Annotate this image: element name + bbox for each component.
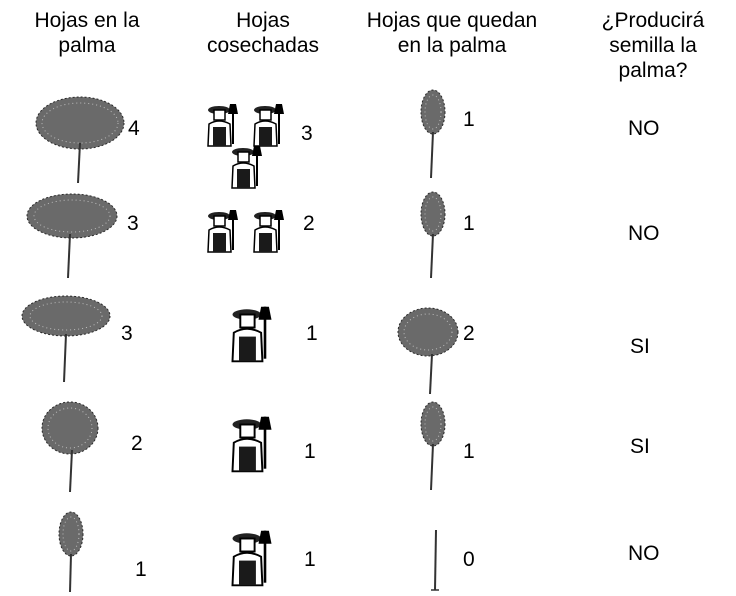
harvester-icon bbox=[203, 208, 243, 254]
harvester-icon bbox=[226, 300, 278, 368]
header-leaves-on-palm: Hojas en la palma bbox=[2, 8, 172, 58]
seed-answer: SI bbox=[630, 335, 650, 358]
header-leaves-harvested: Hojas cosechadas bbox=[178, 8, 348, 58]
header-line: Hojas bbox=[236, 9, 290, 32]
leaves-remaining-count: 1 bbox=[463, 212, 475, 235]
seed-answer: NO bbox=[628, 542, 660, 565]
header-line: en la palma bbox=[397, 34, 507, 57]
leaves-on-palm-count: 3 bbox=[127, 212, 139, 235]
leaves-remaining-count: 1 bbox=[463, 108, 475, 131]
header-line: palma bbox=[58, 34, 116, 57]
header-will-produce-seed: ¿Producirá semilla la palma? bbox=[578, 8, 728, 83]
seed-answer: SI bbox=[630, 435, 650, 458]
palm-tree-icon bbox=[56, 510, 86, 594]
harvester-icon bbox=[203, 102, 243, 148]
palm-tree-icon bbox=[418, 190, 448, 280]
palm-tree-icon bbox=[26, 190, 118, 280]
leaves-on-palm-count: 4 bbox=[128, 117, 140, 140]
seed-answer: NO bbox=[628, 222, 660, 245]
harvester-icon bbox=[249, 102, 289, 148]
palm-trunk-icon bbox=[428, 528, 442, 594]
palm-tree-icon bbox=[34, 93, 126, 185]
palm-tree-icon bbox=[20, 292, 112, 384]
palm-tree-icon bbox=[38, 398, 102, 494]
leaves-harvested-count: 1 bbox=[304, 548, 316, 571]
harvester-icon bbox=[227, 144, 267, 190]
palm-tree-icon bbox=[396, 304, 460, 396]
header-line: Hojas en la bbox=[34, 9, 140, 32]
leaves-on-palm-count: 2 bbox=[131, 432, 143, 455]
harvester-icon bbox=[249, 208, 289, 254]
palm-tree-icon bbox=[418, 400, 448, 492]
header-line: semilla la bbox=[609, 34, 697, 57]
harvester-icon bbox=[226, 410, 278, 478]
leaves-harvested-count: 2 bbox=[303, 212, 315, 235]
palm-tree-icon bbox=[418, 88, 448, 180]
header-line: cosechadas bbox=[206, 34, 320, 57]
header-line: Hojas que quedan bbox=[366, 9, 538, 32]
header-leaves-remaining: Hojas que quedan en la palma bbox=[338, 8, 566, 58]
leaves-remaining-count: 0 bbox=[463, 548, 475, 571]
leaves-harvested-count: 1 bbox=[306, 322, 318, 345]
seed-answer: NO bbox=[628, 117, 660, 140]
leaves-harvested-count: 1 bbox=[304, 440, 316, 463]
header-line: ¿Producirá bbox=[601, 9, 705, 32]
leaves-on-palm-count: 1 bbox=[135, 558, 147, 581]
leaves-remaining-count: 1 bbox=[463, 440, 475, 463]
leaves-harvested-count: 3 bbox=[301, 122, 313, 145]
harvester-icon bbox=[226, 524, 278, 592]
leaves-on-palm-count: 3 bbox=[121, 322, 133, 345]
header-line: palma? bbox=[618, 59, 688, 82]
leaves-remaining-count: 2 bbox=[463, 322, 475, 345]
